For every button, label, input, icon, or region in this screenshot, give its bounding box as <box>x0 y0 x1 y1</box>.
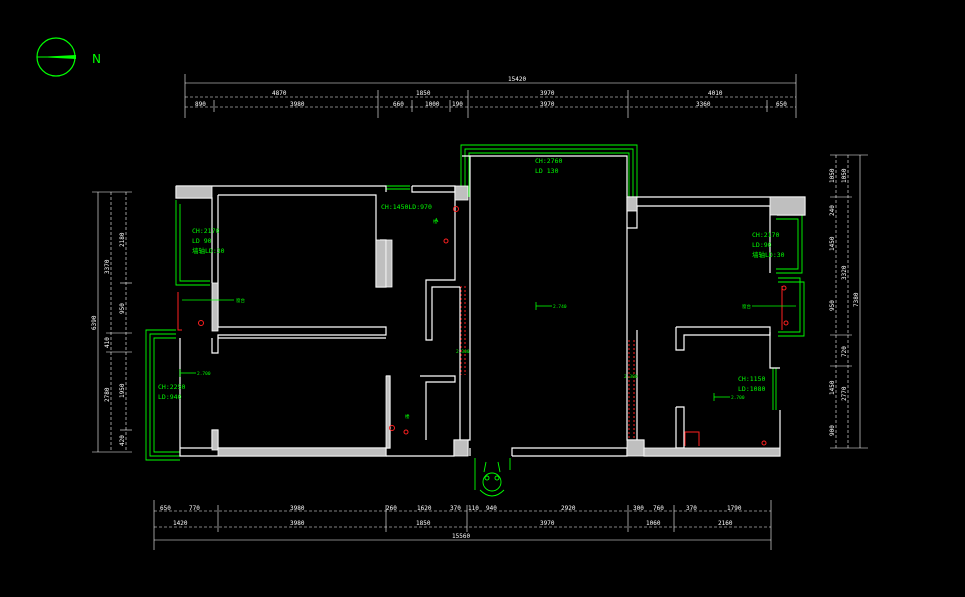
dim-bot-r1-3: 260 <box>386 505 397 512</box>
walls <box>175 155 806 457</box>
bedroom-nw-ch: CH:2170 <box>192 227 219 235</box>
dim-bot-r1-1: 770 <box>189 505 200 512</box>
top-dimension-lines <box>184 74 797 118</box>
tag-west: 窗台 <box>236 297 245 304</box>
bedroom-nw-note: 墙轴LD:30 <box>192 246 225 255</box>
north-arrow-icon <box>36 37 76 77</box>
marker-lines <box>179 217 796 401</box>
dim-left-outer-0: 3370 <box>104 259 111 274</box>
dim-top-r1-3: 4010 <box>708 90 723 97</box>
entrance-door-icon <box>474 458 511 497</box>
dim-bot-r2-2: 1850 <box>416 520 431 527</box>
left-dimension-lines <box>92 191 132 453</box>
dim-top-r2-4: 190 <box>452 101 463 108</box>
north-label: N <box>92 52 101 66</box>
dim-left-inner-2: 1950 <box>119 383 126 398</box>
bedroom-ne-ch: CH:2170 <box>752 231 779 239</box>
dim-right-outer-3: 2770 <box>841 386 848 401</box>
dim-top-r1-2: 3970 <box>540 90 555 97</box>
dim-left-outer-2: 2780 <box>104 387 111 402</box>
bedroom-nw-ld: LD 90 <box>192 237 212 245</box>
dim-top-r2-5: 3970 <box>540 101 555 108</box>
marker-opening-left: 2.300 <box>456 349 470 355</box>
dim-bot-r1-8: 2920 <box>561 505 576 512</box>
dim-top-total: 15420 <box>508 76 526 83</box>
dim-top-r1-1: 1850 <box>416 90 431 97</box>
dim-right-inner-5: 900 <box>829 425 836 436</box>
bedroom-sw-ld: LD:940 <box>158 393 182 401</box>
dim-bot-r2-4: 1060 <box>646 520 661 527</box>
dim-bot-r1-0: 650 <box>160 505 171 512</box>
tag-bath: 楼 <box>405 413 410 420</box>
corridor-label: CH:1450LD:970 <box>381 203 432 211</box>
dim-right-inner-2: 1450 <box>829 236 836 251</box>
dim-right-inner-4: 1450 <box>829 380 836 395</box>
dim-bot-r1-9: 300 <box>633 505 644 512</box>
red-accents <box>177 206 789 446</box>
bottom-dimension-lines <box>153 500 772 550</box>
dim-bot-r1-12: 1790 <box>727 505 742 512</box>
dim-top-r2-6: 3360 <box>696 101 711 108</box>
dim-right-outer-0: 1050 <box>841 168 848 183</box>
dim-left-inner-0: 2180 <box>119 232 126 247</box>
bedroom-ne-ld: LD:90 <box>752 241 772 249</box>
living-ch: CH:2760 <box>535 157 562 165</box>
dim-left-inner-3: 420 <box>119 435 126 446</box>
dim-bot-r2-3: 3970 <box>540 520 555 527</box>
dim-right-inner-1: 240 <box>829 205 836 216</box>
wall-fills <box>175 185 806 457</box>
marker-opening-right: 2.300 <box>624 374 638 380</box>
right-dimension-lines <box>830 154 868 449</box>
tag-kitchen: 楼 <box>433 218 438 225</box>
bedroom-sw-ch: CH:2250 <box>158 383 185 391</box>
dim-left-outer-1: 410 <box>104 337 111 348</box>
marker-room-sw: 2.700 <box>197 371 211 377</box>
dim-top-r2-3: 1000 <box>425 101 440 108</box>
dim-right-inner-3: 950 <box>829 300 836 311</box>
dim-top-r2-0: 890 <box>195 101 206 108</box>
bedroom-se-ch: CH:1150 <box>738 375 765 383</box>
dim-bot-r1-4: 1620 <box>417 505 432 512</box>
dim-left-total: 6390 <box>91 315 98 330</box>
dim-bot-r1-11: 370 <box>686 505 697 512</box>
dim-right-total: 7380 <box>853 292 860 307</box>
living-ld: LD 130 <box>535 167 559 175</box>
dim-bot-r1-10: 760 <box>653 505 664 512</box>
bedroom-se-ld: LD:1080 <box>738 385 765 393</box>
dim-top-r2-2: 660 <box>393 101 404 108</box>
dim-top-r2-7: 650 <box>776 101 787 108</box>
marker-center: 2.740 <box>553 304 567 310</box>
tag-east: 窗台 <box>742 303 751 310</box>
dim-top-r2-1: 3980 <box>290 101 305 108</box>
dim-top-r1-0: 4870 <box>272 90 287 97</box>
window-lines <box>145 144 805 461</box>
dim-right-inner-0: 1050 <box>829 168 836 183</box>
dim-right-outer-1: 3320 <box>841 265 848 280</box>
dim-bot-r1-7: 940 <box>486 505 497 512</box>
dim-left-inner-1: 950 <box>119 303 126 314</box>
marker-room-se: 2.700 <box>731 395 745 401</box>
dim-bot-r2-1: 3980 <box>290 520 305 527</box>
dim-bot-r1-6: 110 <box>468 505 479 512</box>
dim-bot-r2-5: 2160 <box>718 520 733 527</box>
dim-bot-r1-5: 370 <box>450 505 461 512</box>
dim-right-outer-2: 720 <box>841 346 848 357</box>
dim-bot-r1-2: 3980 <box>290 505 305 512</box>
dim-bot-total: 15560 <box>452 533 470 540</box>
dim-bot-r2-0: 1420 <box>173 520 188 527</box>
bedroom-ne-note: 墙轴LD:30 <box>752 250 785 259</box>
